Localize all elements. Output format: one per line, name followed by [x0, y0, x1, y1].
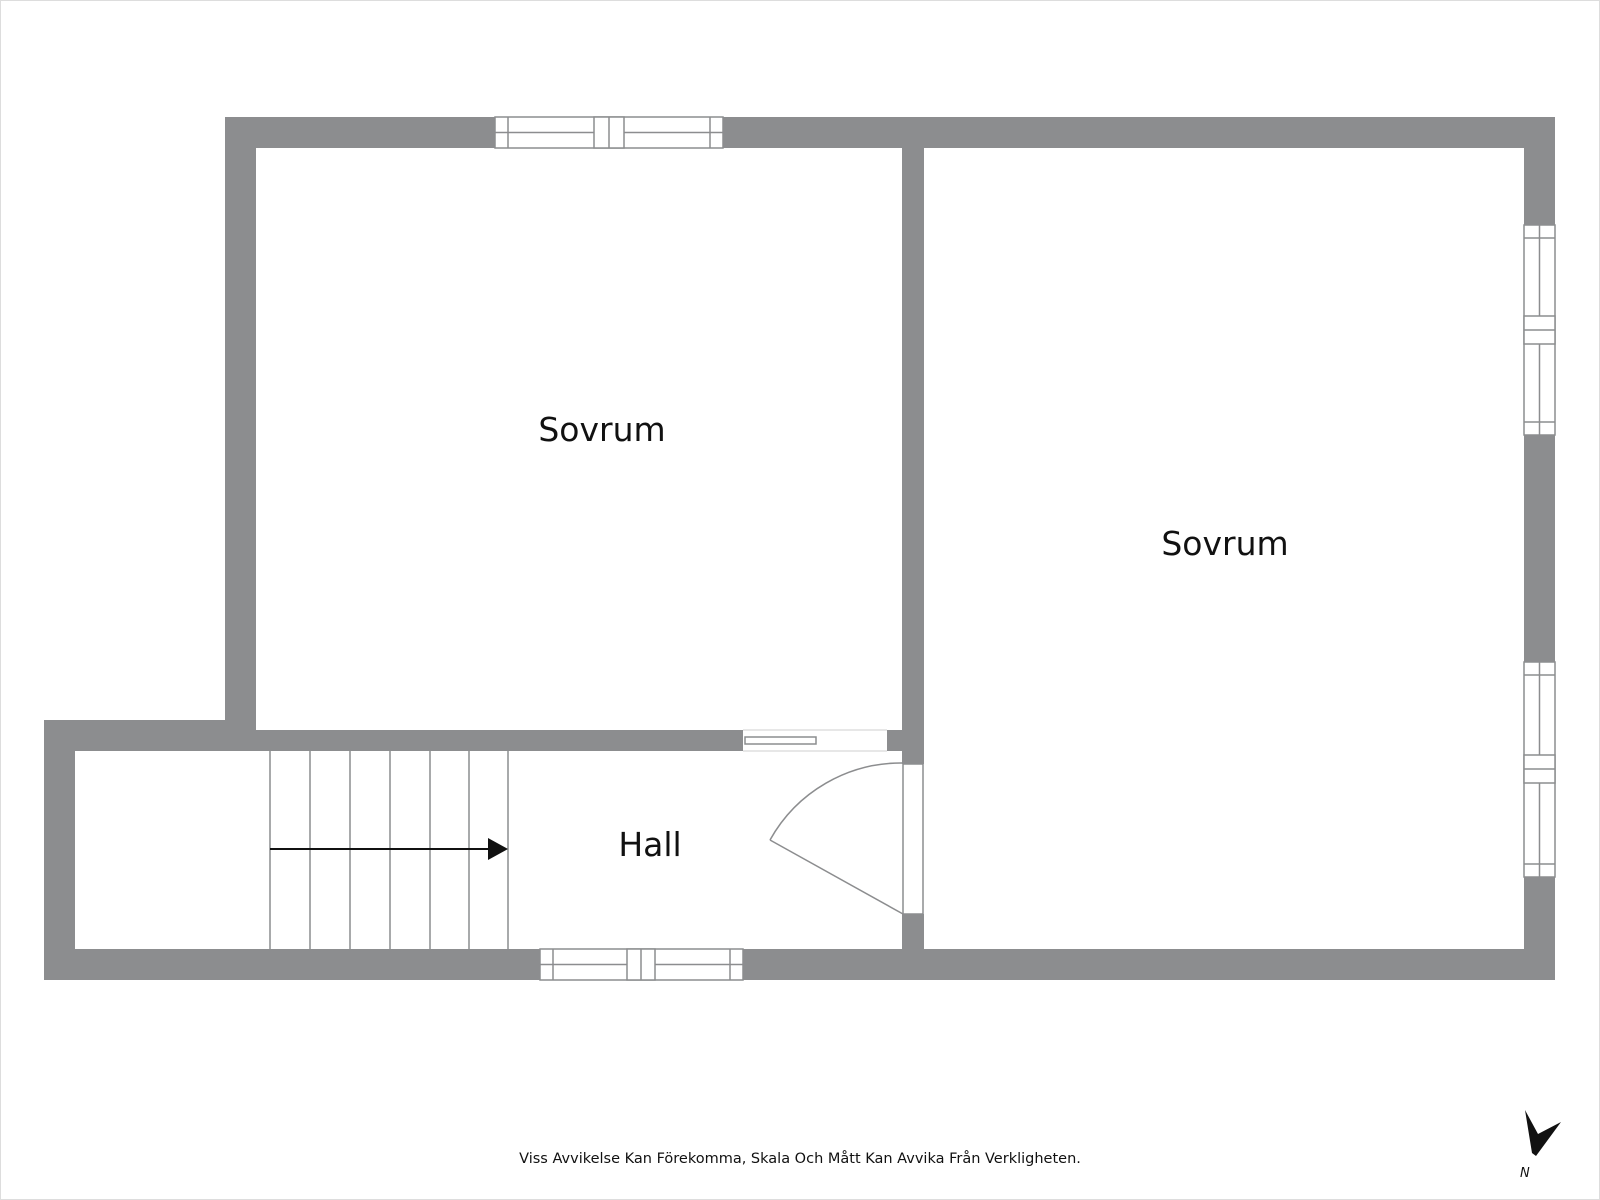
window-right-lower	[1523, 661, 1556, 878]
wall-upper-left	[225, 117, 256, 751]
room-label-hall: Hall	[618, 825, 681, 864]
stair-direction-arrow-icon	[270, 838, 508, 860]
swing-door	[769, 762, 924, 915]
wall-partition-horizontal	[225, 730, 743, 751]
room-label-bedroom-2: Sovrum	[1161, 524, 1288, 563]
wall-far-left	[44, 720, 75, 980]
sliding-door	[743, 729, 887, 752]
wall-top	[225, 117, 1555, 148]
disclaimer-text: Viss Avvikelse Kan Förekomma, Skala Och …	[519, 1150, 1081, 1167]
wall-partition-upper	[902, 117, 924, 764]
compass-letter: N	[1520, 1166, 1530, 1181]
north-arrow-icon	[1525, 1110, 1561, 1156]
wall-step	[44, 720, 256, 751]
window-top	[494, 116, 724, 149]
room-label-bedroom-1: Sovrum	[538, 410, 665, 449]
window-right-upper	[1523, 224, 1556, 436]
wall-partition-stub	[887, 730, 924, 751]
wall-partition-lower	[902, 914, 924, 980]
wall-bottom	[44, 949, 1555, 980]
window-bottom	[539, 948, 744, 981]
